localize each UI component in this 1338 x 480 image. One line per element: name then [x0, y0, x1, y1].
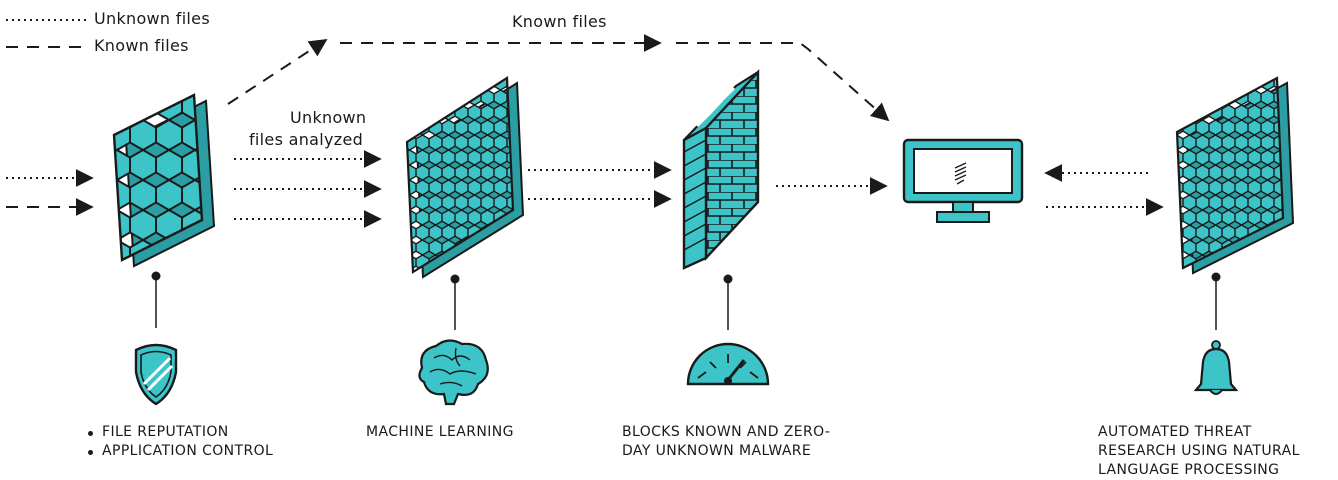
stage1-caption-item: APPLICATION CONTROL [84, 442, 273, 461]
stage1-caption: FILE REPUTATION APPLICATION CONTROL [84, 423, 273, 461]
gauge-icon [686, 342, 770, 386]
stage1-caption-item: FILE REPUTATION [84, 423, 273, 442]
known-files-flow-label: Known files [512, 12, 607, 31]
stage3-caption-line2: DAY UNKNOWN MALWARE [622, 443, 812, 459]
stage3-caption-line1: BLOCKS KNOWN AND ZERO- [622, 424, 831, 440]
hexagon-mesh-icon [112, 93, 216, 268]
stage2-dot [450, 274, 460, 284]
analyzed-label-line1: Unknown [290, 108, 367, 127]
known-files-arrow-down [676, 42, 890, 122]
ml-mesh-icon [405, 76, 525, 279]
bell-icon [1193, 340, 1239, 395]
shield-icon [134, 343, 178, 406]
legend-known-label: Known files [94, 36, 189, 55]
known-files-arrow-up [227, 39, 328, 105]
stage3-dot [723, 274, 733, 284]
legend-unknown-label: Unknown files [94, 9, 210, 28]
stage4-caption-line3: LANGUAGE PROCESSING [1098, 462, 1280, 478]
monitor-icon [902, 138, 1024, 223]
brain-icon [418, 339, 489, 406]
firewall-icon [682, 68, 760, 270]
stage2-caption: MACHINE LEARNING [366, 424, 514, 440]
stage4-caption-line1: AUTOMATED THREAT [1098, 424, 1252, 440]
research-mesh-icon [1175, 76, 1295, 275]
stage4-caption-line2: RESEARCH USING NATURAL [1098, 443, 1300, 459]
analyzed-label-line2: files analyzed [249, 130, 364, 149]
stage4-dot [1211, 272, 1221, 282]
stage1-dot [151, 271, 161, 281]
